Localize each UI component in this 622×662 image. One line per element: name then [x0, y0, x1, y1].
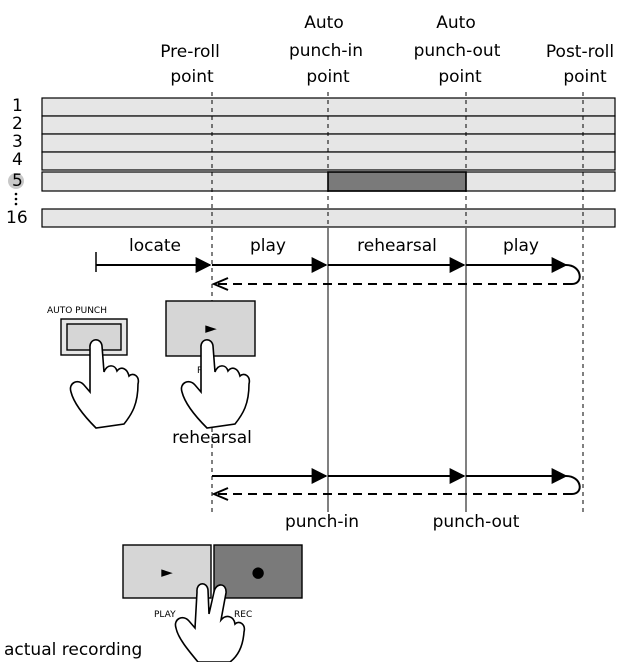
two-finger-hand-icon: [174, 583, 246, 662]
track-number-3: 3: [12, 132, 23, 152]
track-number-4: 4: [12, 150, 23, 170]
track-rows: [41, 97, 616, 228]
play-glyph-icon: ►: [161, 563, 173, 581]
punch-in-point-label: Auto punch-in point: [289, 13, 363, 87]
svg-text:Auto: Auto: [304, 13, 343, 33]
segment-rehearsal: rehearsal: [357, 236, 437, 256]
track-number-5: 5: [12, 171, 23, 191]
punch-out-point-label: Auto punch-out point: [414, 13, 501, 87]
segment-locate: locate: [129, 236, 181, 256]
svg-text:Auto: Auto: [436, 13, 475, 33]
recording-timeline: [211, 468, 581, 501]
rec-small-label: REC: [234, 610, 252, 620]
auto-punch-label: AUTO PUNCH: [47, 306, 107, 316]
svg-text:point: point: [170, 67, 214, 87]
rehearsal-timeline: [95, 252, 581, 291]
rehearsal-caption: rehearsal: [172, 428, 252, 448]
track-number-16: 16: [6, 208, 28, 228]
actual-recording-caption: actual recording: [4, 640, 142, 660]
svg-text:point: point: [438, 67, 482, 87]
punch-out-caption: punch-out: [433, 512, 520, 532]
segment-play-2: play: [503, 236, 539, 256]
svg-text:punch-out: punch-out: [414, 41, 501, 61]
play-glyph-icon: ►: [205, 319, 217, 337]
track-number-2: 2: [12, 114, 23, 134]
preroll-point-label: Pre-roll point: [160, 42, 220, 87]
auto-punch-key[interactable]: AUTO PUNCH: [47, 306, 128, 356]
track-5-highlight: [8, 173, 24, 189]
rec-key[interactable]: ● REC: [213, 544, 303, 620]
svg-text:Pre-roll: Pre-roll: [160, 42, 220, 62]
punch-in-caption: punch-in: [285, 512, 359, 532]
svg-text:point: point: [563, 67, 607, 87]
postroll-point-label: Post-roll point: [546, 42, 614, 87]
svg-text:Post-roll: Post-roll: [546, 42, 614, 62]
rec-glyph-icon: ●: [251, 563, 264, 581]
pointing-hand-icon: [69, 339, 140, 429]
ellipsis-dots: [14, 192, 18, 206]
pointing-hand-icon: [180, 339, 251, 429]
track-number-1: 1: [12, 96, 23, 116]
segment-play-1: play: [250, 236, 286, 256]
track-row-16: [41, 208, 616, 228]
play-small-label: PLAY: [154, 610, 176, 620]
svg-text:punch-in: punch-in: [289, 41, 363, 61]
svg-text:point: point: [306, 67, 350, 87]
punch-region: [327, 171, 467, 192]
